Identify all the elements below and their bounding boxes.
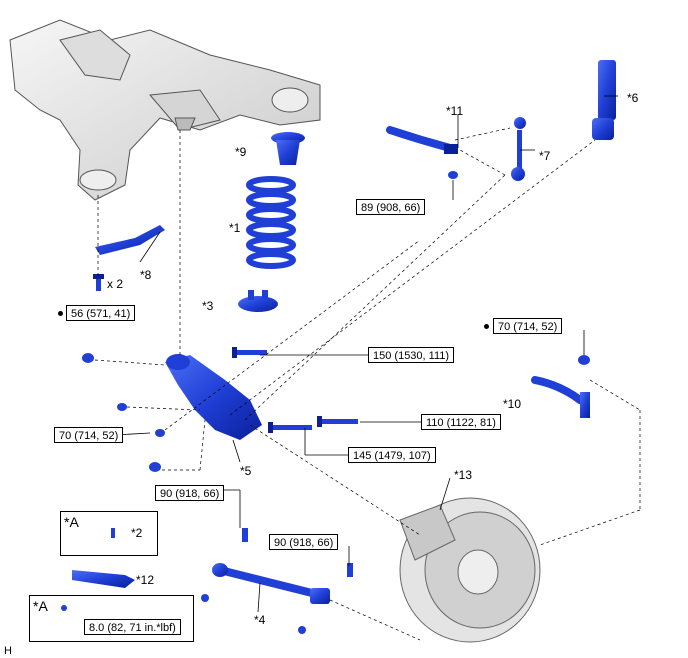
suspension-member: [9, 19, 321, 201]
torque-small-bolt: 8.0 (82, 71 in.*lbf): [84, 619, 181, 635]
label-stabilizer-link: *7: [539, 149, 551, 163]
bullet-dot: [484, 324, 489, 329]
torque-lateral-arm-90b: 90 (918, 66): [269, 534, 339, 550]
label-shock-absorber: *6: [627, 91, 639, 105]
spring-lower-insulator: [238, 290, 278, 312]
shock-absorber: [592, 60, 616, 140]
torque-toe-arm-nut: 70 (714, 52): [493, 318, 563, 334]
coil-spring: [246, 176, 296, 269]
detail-frame-a-top: [60, 511, 158, 556]
arm-bolts: [232, 347, 358, 433]
torque-arm-bolt-110: 110 (1122, 81): [421, 414, 501, 430]
torque-bracket-bolt: 56 (571, 41): [66, 305, 136, 321]
torque-lateral-arm-90a: 90 (918, 66): [155, 485, 225, 501]
rear-lateral-arm: [201, 528, 353, 634]
bracket-bolt: [93, 274, 104, 291]
label-lower-control-arm: *5: [240, 464, 252, 478]
detail-frame-a-top-label: *A: [64, 514, 79, 530]
detail-frame-a-bottom: [29, 595, 194, 642]
label-bracket: *8: [140, 268, 152, 282]
torque-stabilizer-bar-nut: 89 (908, 66): [356, 199, 426, 215]
spring-upper-insulator: [271, 132, 305, 165]
dashed-guides: [94, 127, 641, 641]
label-lateral-arm: *4: [254, 613, 266, 627]
bullet-dot: [58, 311, 63, 316]
bushing-nuts: [82, 353, 165, 472]
detail-frame-a-bottom-label: *A: [33, 598, 48, 614]
small-parts: [61, 528, 135, 611]
label-lower-insulator: *3: [202, 299, 214, 313]
figure-id: H: [4, 645, 12, 657]
torque-arm-bolt-145: 145 (1479, 107): [348, 447, 436, 463]
rear-axle-hub: [399, 497, 541, 643]
stabilizer-bar: [386, 126, 458, 179]
toe-control-arm: [531, 355, 590, 418]
label-part-12: *12: [136, 573, 155, 587]
label-part-2: *2: [131, 526, 143, 540]
torque-arm-bolt-150: 150 (1530, 111): [368, 347, 455, 363]
bracket: [95, 225, 165, 255]
label-bolt-count: x 2: [107, 277, 124, 291]
label-toe-control-arm: *10: [503, 397, 522, 411]
leader-lines: [114, 95, 618, 613]
lower-control-arm: [165, 354, 262, 440]
torque-arm-nut-70: 70 (714, 52): [54, 427, 124, 443]
label-stabilizer-bar: *11: [446, 104, 464, 118]
label-upper-insulator: *9: [235, 145, 247, 159]
label-coil-spring: *1: [229, 221, 241, 235]
stabilizer-link: [511, 117, 526, 181]
label-axle-hub: *13: [454, 468, 473, 482]
